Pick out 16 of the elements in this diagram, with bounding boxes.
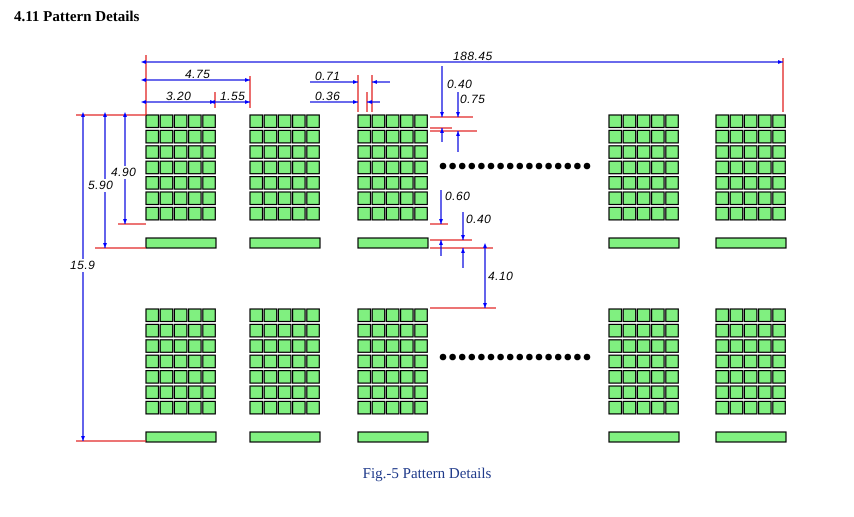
dimension-value: 0.71 [315, 70, 340, 83]
dimension-value: 3.20 [166, 90, 192, 103]
dimension-value: 0.60 [445, 190, 470, 203]
figure-caption: Fig.-5 Pattern Details [362, 466, 492, 482]
dimension-value: 0.36 [315, 90, 340, 103]
dimension-value: 188.45 [453, 50, 493, 63]
dimension-value: 0.40 [466, 213, 492, 226]
dimension-value: 5.90 [88, 179, 114, 192]
dimension-value: 4.10 [488, 270, 514, 283]
dimension-value: 0.40 [447, 78, 472, 91]
dimension-value: 4.90 [111, 166, 136, 179]
dimension-value: 1.55 [220, 90, 246, 103]
dimension-value: 15.9 [70, 259, 96, 272]
dimension-value: 0.75 [460, 93, 486, 106]
dimension-value: 4.75 [185, 68, 210, 81]
section-heading: 4.11 Pattern Details [14, 9, 140, 26]
